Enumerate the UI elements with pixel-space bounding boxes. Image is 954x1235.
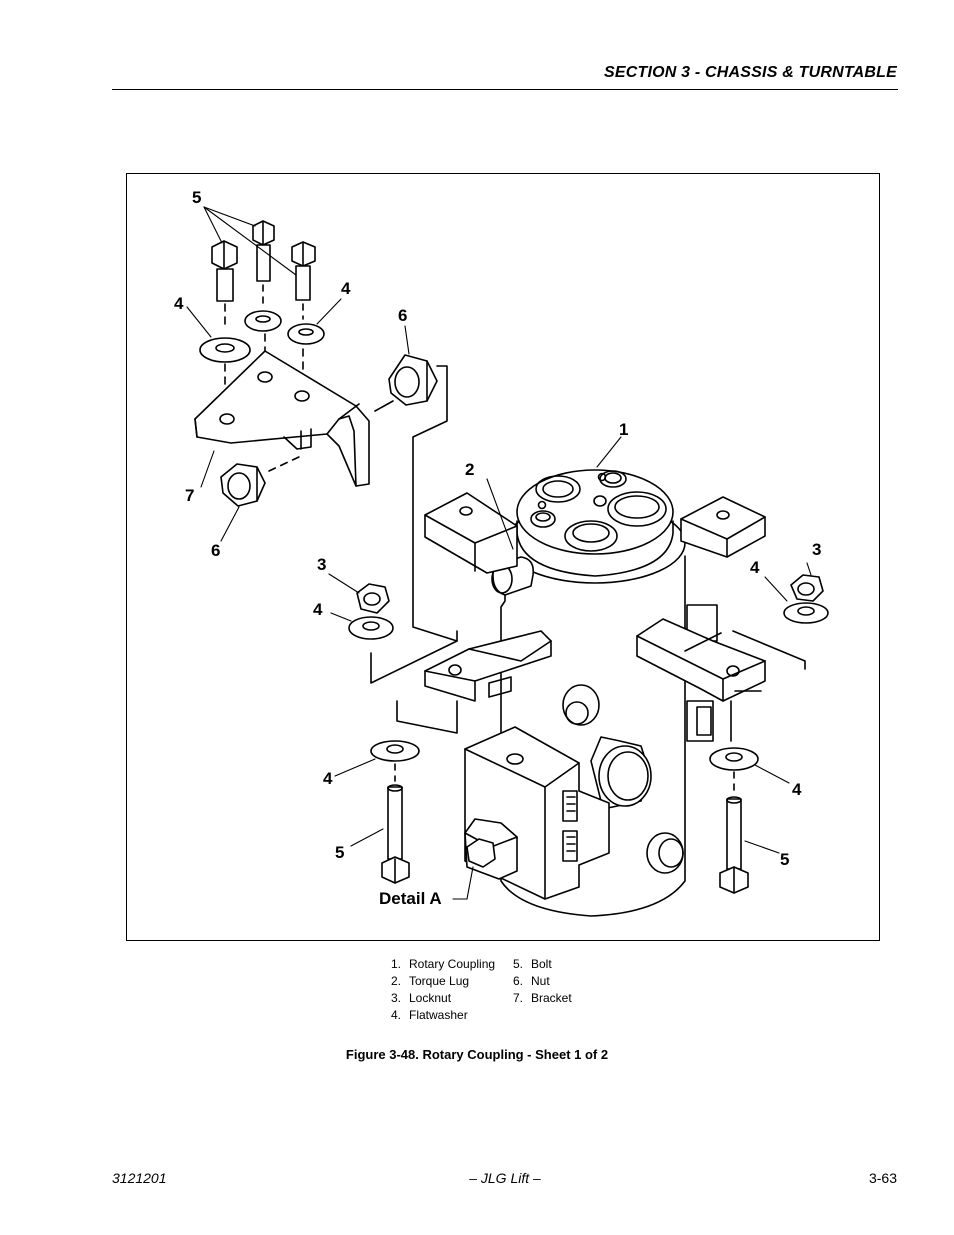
callout-4-low-left: 4 — [323, 769, 333, 788]
callout-4-mid-left: 4 — [313, 600, 323, 619]
legend-item: 7.Bracket — [513, 991, 572, 1005]
footer-doc-number: 3121201 — [112, 1170, 167, 1186]
callout-4-low-right: 4 — [792, 780, 802, 799]
detail-a-block — [464, 726, 610, 900]
footer-page-number: 3-63 — [868, 1170, 897, 1186]
flatwasher-center — [244, 310, 282, 332]
header-divider — [112, 89, 898, 90]
nut-top — [388, 354, 438, 406]
figure-caption: Figure 3-48. Rotary Coupling - Sheet 1 o… — [345, 1047, 609, 1062]
callout-5-low-right: 5 — [780, 850, 789, 869]
legend-left-column: 1.Rotary Coupling 2.Torque Lug 3.Locknut… — [391, 956, 495, 1024]
callout-4-top-left: 4 — [174, 294, 184, 313]
legend-item: 6.Nut — [513, 974, 550, 988]
callout-4-top-right: 4 — [341, 279, 351, 298]
legend-item: 4.Flatwasher — [391, 1008, 468, 1022]
section-title: SECTION 3 - CHASSIS & TURNTABLE — [603, 64, 897, 81]
flatwasher-mid-left — [348, 616, 394, 640]
callout-3-right: 3 — [812, 540, 821, 559]
rotary-coupling-illustration: 5 4 4 6 1 2 7 6 3 4 3 4 4 4 5 5 Detail A — [174, 188, 829, 917]
callout-1: 1 — [619, 420, 628, 439]
callout-7: 7 — [185, 486, 194, 505]
bolt-top-left — [211, 240, 238, 302]
legend-item: 5.Bolt — [513, 957, 552, 971]
flatwasher-mid-right — [783, 602, 829, 624]
upper-mount-right — [680, 496, 766, 558]
legend-right-column: 5.Bolt 6.Nut 7.Bracket — [513, 956, 572, 1007]
flatwasher-left — [199, 337, 251, 363]
callout-5-top: 5 — [192, 188, 201, 207]
callout-6-bottom: 6 — [211, 541, 220, 560]
locknut-left — [356, 583, 390, 614]
locknut-right — [790, 574, 824, 602]
bracket — [194, 350, 370, 487]
detail-a-label: Detail A — [379, 889, 442, 908]
bolt-low-left — [381, 784, 410, 884]
legend-item: 2.Torque Lug — [391, 974, 470, 988]
bolt-top-right — [291, 241, 316, 301]
flatwasher-low-left — [370, 740, 420, 762]
callout-3-left: 3 — [317, 555, 326, 574]
callout-5-low-left: 5 — [335, 843, 344, 862]
callout-6-top: 6 — [398, 306, 407, 325]
upper-mount-left — [424, 492, 518, 574]
callout-2: 2 — [465, 460, 474, 479]
bolt-low-right — [719, 796, 749, 894]
callout-4-mid-right: 4 — [750, 558, 760, 577]
middle-mount-right — [636, 618, 766, 702]
flatwasher-low-right — [709, 747, 759, 771]
nut-bracket — [220, 463, 266, 507]
bolt-top-center — [252, 220, 275, 282]
middle-mount-left — [424, 630, 552, 702]
legend-item: 1.Rotary Coupling — [391, 957, 496, 971]
footer-center-text: – JLG Lift – — [469, 1170, 541, 1186]
flatwasher-right — [287, 323, 325, 345]
legend-item: 3.Locknut — [391, 991, 452, 1005]
figure-frame: 5 4 4 6 1 2 7 6 3 4 3 4 4 4 5 5 Detail A — [126, 173, 880, 941]
